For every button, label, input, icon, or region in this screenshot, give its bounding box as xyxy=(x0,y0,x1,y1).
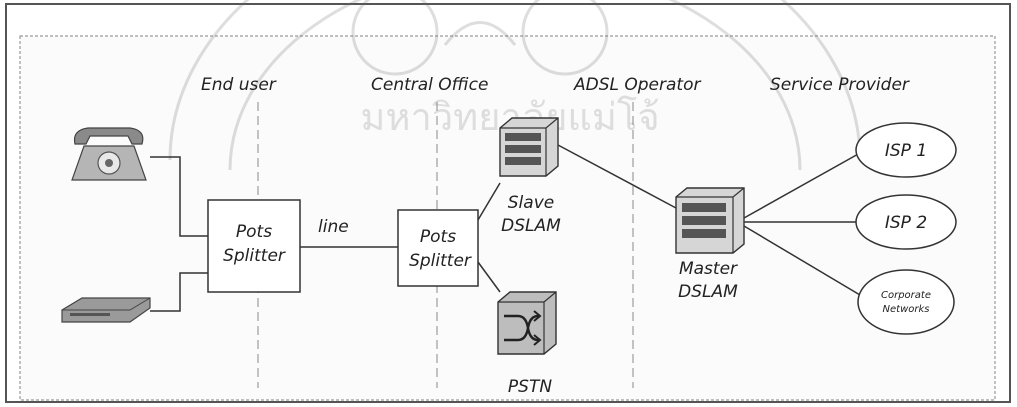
corporate-networks-label-1: Corporate xyxy=(881,290,931,301)
isp2-label: ISP 2 xyxy=(885,213,927,233)
slave-dslam-label-2: DSLAM xyxy=(501,216,561,236)
master-dslam-label-1: Master xyxy=(679,259,738,279)
master-dslam-icon xyxy=(675,187,745,254)
zone-label-central-office: Central Office xyxy=(371,75,488,95)
isp2-node xyxy=(855,194,957,250)
isp1-node xyxy=(855,122,957,178)
corporate-networks-label-2: Networks xyxy=(883,304,930,315)
outer-frame xyxy=(5,3,1011,403)
isp1-label: ISP 1 xyxy=(885,141,927,161)
slave-dslam-label-1: Slave xyxy=(508,193,554,213)
pots-splitter-central-office xyxy=(397,209,479,287)
connection-lines xyxy=(150,144,861,312)
pots-splitter-central-office-label-1: Pots xyxy=(420,227,456,247)
zone-label-end-user: End user xyxy=(201,75,277,95)
telephone-icon xyxy=(71,127,147,181)
pots-splitter-central-office-label-2: Splitter xyxy=(409,251,472,271)
corporate-networks-node xyxy=(857,269,955,335)
modem-icon xyxy=(61,297,151,323)
pots-splitter-end-user xyxy=(207,199,301,293)
line-label: line xyxy=(318,217,349,237)
zone-label-adsl-operator: ADSL Operator xyxy=(573,75,701,95)
pstn-switch-icon xyxy=(497,291,557,355)
pots-splitter-end-user-label-1: Pots xyxy=(236,222,272,242)
slave-dslam-icon xyxy=(499,117,559,177)
zone-label-service-provider: Service Provider xyxy=(770,75,910,95)
pstn-label: PSTN xyxy=(508,377,552,397)
watermark-seal xyxy=(168,0,862,171)
master-dslam-label-2: DSLAM xyxy=(678,282,738,302)
pots-splitter-end-user-label-2: Splitter xyxy=(223,246,286,266)
